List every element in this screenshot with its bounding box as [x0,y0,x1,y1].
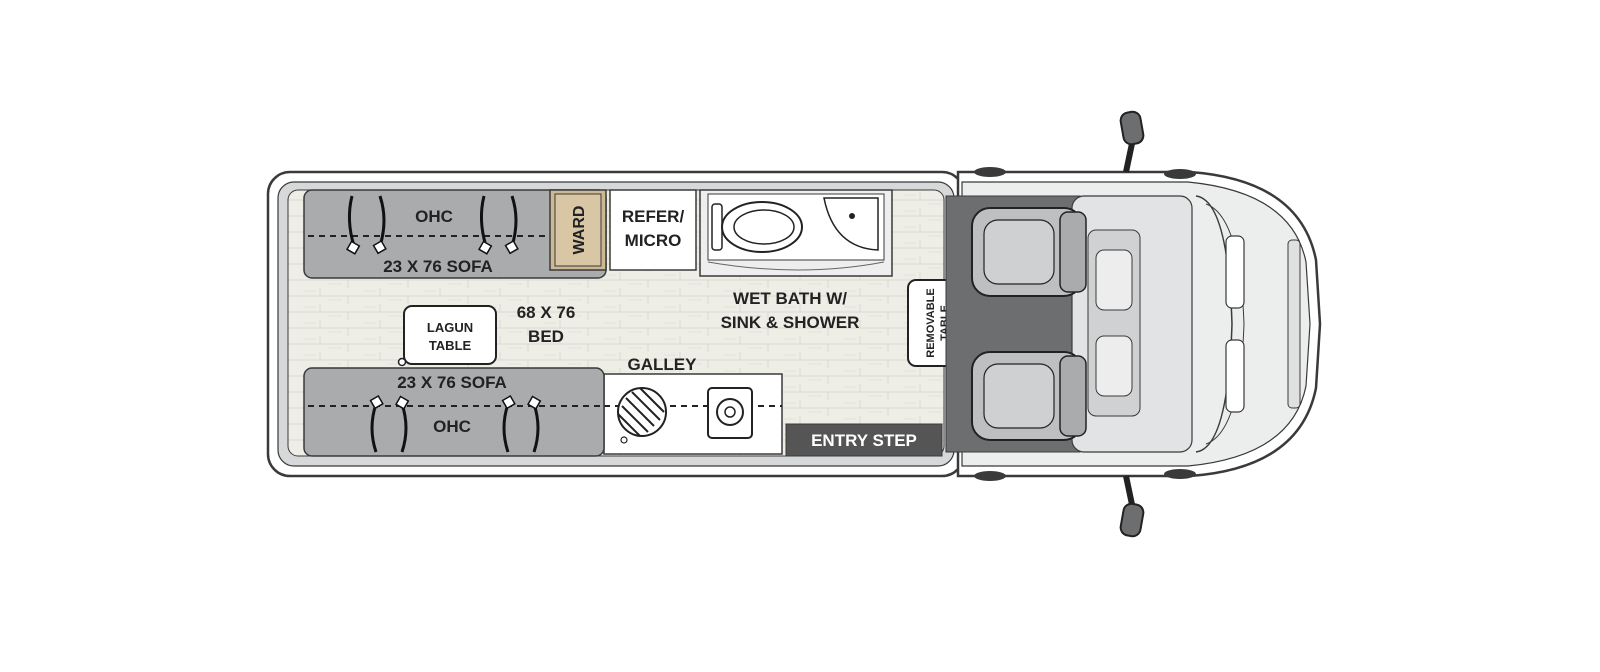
shower-pan-icon [823,197,879,251]
lagun-label-line1: LAGUN [427,320,473,335]
ohc-bottom-label: OHC [433,417,471,436]
stove-burner-icon [617,387,667,444]
toilet-icon [711,201,803,253]
wetbath-label-line2: SINK & SHOWER [721,313,860,332]
removable-label-line1: REMOVABLE [925,288,937,357]
entry-step: ENTRY STEP [785,423,943,457]
bed-label-line2: BED [528,327,564,346]
refer-label-line2: MICRO [625,231,682,250]
refer-micro: REFER/ MICRO [609,189,697,271]
mirror-icon [1119,475,1145,538]
ward-label: WARD [571,206,588,255]
seat-icon [971,351,1087,441]
bottom-sofa: 23 X 76 SOFA OHC [303,367,605,457]
refer-label-line1: REFER/ [622,207,685,226]
mirror-icon [1119,110,1145,173]
wardrobe: WARD [549,189,607,271]
wetbath-label-line1: WET BATH W/ [733,289,847,308]
wet-bath [699,189,893,277]
lagun-label-line2: TABLE [429,338,472,353]
seat-icon [971,207,1087,297]
lagun-table: LAGUN TABLE [397,305,497,367]
ohc-top-label: OHC [415,207,453,226]
galley-label: GALLEY [628,355,698,374]
sofa-top-label: 23 X 76 SOFA [383,257,493,276]
entry-step-label: ENTRY STEP [811,431,917,450]
galley: GALLEY [603,355,783,455]
cab [945,110,1322,538]
sink-icon [707,387,753,439]
bed-label-line1: 68 X 76 [517,303,576,322]
sofa-bottom-label: 23 X 76 SOFA [397,373,507,392]
